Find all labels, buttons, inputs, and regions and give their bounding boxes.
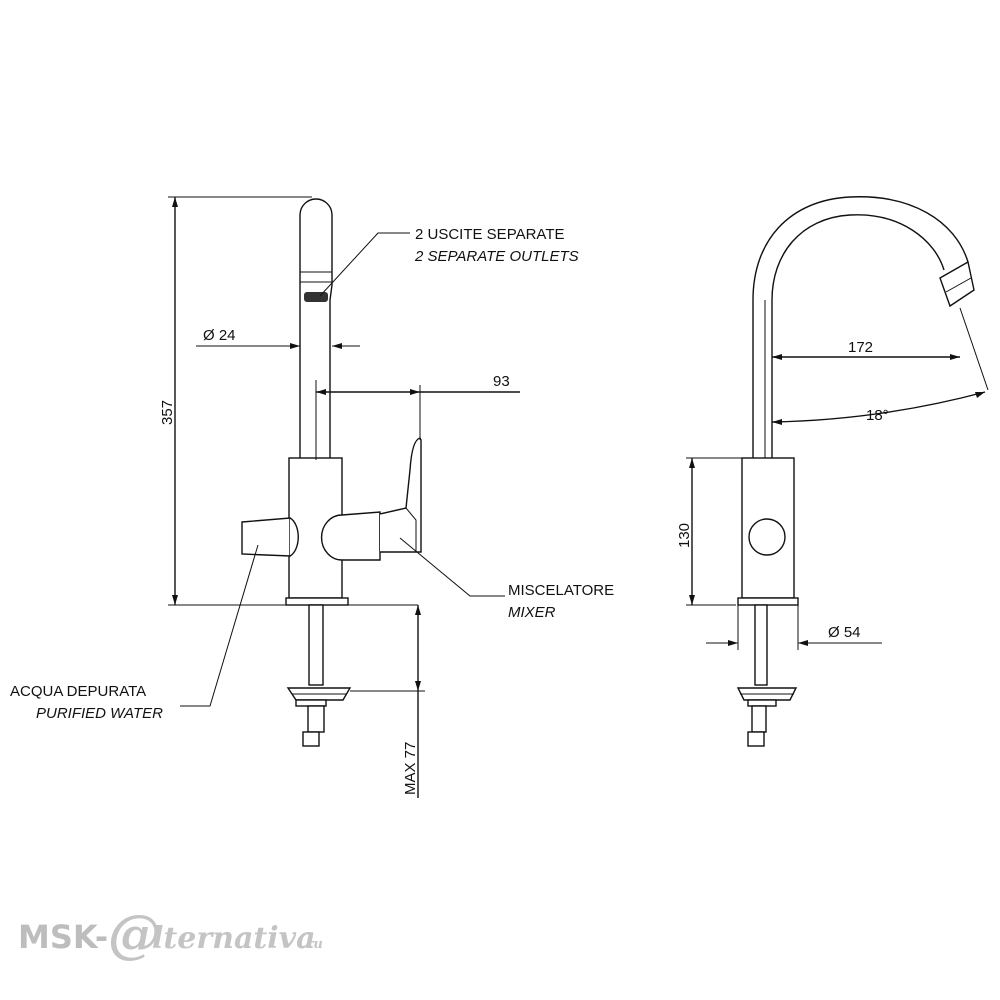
- side-spout: [299, 198, 333, 460]
- dim-spout-diameter: Ø 24: [203, 327, 236, 344]
- mixer-lever: [379, 437, 422, 553]
- mixer-cartridge: [320, 511, 381, 561]
- dim-base-diameter: Ø 54: [828, 624, 861, 641]
- outlets-label-it: 2 USCITE SEPARATE: [415, 226, 564, 243]
- front-view: [736, 196, 975, 747]
- side-dimensions: [168, 196, 520, 798]
- watermark-domain: .ru: [302, 937, 323, 952]
- front-spout-tip: [939, 260, 975, 308]
- dim-reach: 172: [848, 339, 873, 356]
- dim-height-total: 357: [159, 400, 176, 425]
- side-base-plate: [285, 597, 349, 606]
- watermark-suffix: lternativa: [152, 921, 316, 956]
- dim-lever-offset: 93: [493, 373, 510, 390]
- front-dimensions: [686, 307, 989, 650]
- front-knob-circle: [748, 518, 786, 556]
- front-gooseneck-spout: [752, 196, 969, 458]
- watermark-prefix: MSK-: [18, 918, 108, 956]
- mixer-label-it: MISCELATORE: [508, 582, 614, 599]
- purified-label-en: PURIFIED WATER: [36, 705, 163, 722]
- side-outlet-nozzle: [304, 292, 328, 302]
- watermark-logo: MSK- @ lternativa .ru: [18, 904, 323, 965]
- dim-body-height: 130: [676, 523, 693, 548]
- mixer-label-en: MIXER: [508, 604, 556, 621]
- watermark-at: @: [108, 904, 160, 965]
- dim-swivel-angle: 18°: [866, 407, 889, 424]
- purified-label-it: ACQUA DEPURATA: [10, 683, 146, 700]
- purified-water-knob: [241, 517, 291, 557]
- front-base-plate: [737, 597, 799, 606]
- outlets-label-en: 2 SEPARATE OUTLETS: [414, 248, 579, 265]
- side-view: [241, 198, 422, 747]
- dim-max-thickness: MAX 77: [402, 742, 419, 795]
- side-shank: [308, 604, 324, 686]
